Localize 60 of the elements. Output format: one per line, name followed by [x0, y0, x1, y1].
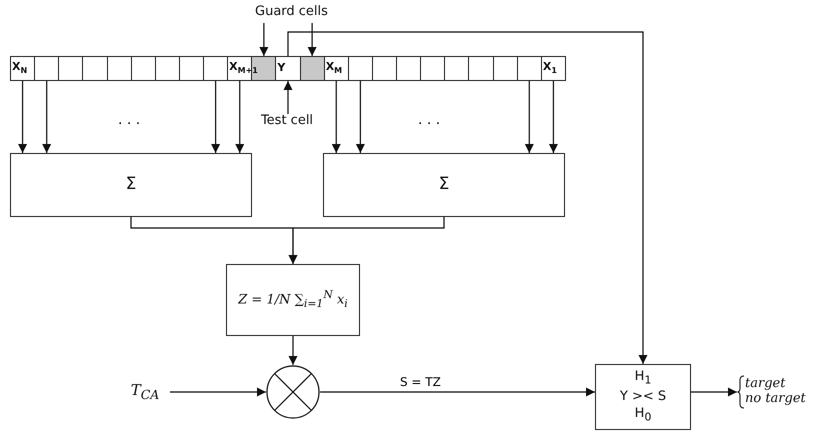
comparator-text: Y >< S	[620, 390, 666, 404]
arrow	[42, 81, 52, 153]
ellipsis-text: · · ·	[118, 116, 140, 132]
comparator-text: H$_{0}$	[634, 407, 652, 424]
range-cell	[82, 56, 108, 81]
arrow	[356, 81, 365, 153]
range-cell	[275, 56, 301, 81]
arrow	[288, 217, 445, 264]
comparator-box	[595, 364, 691, 430]
formula-text: Z = 1/N ∑$_{i=1}$$^{N}$ x$_{i}$	[238, 289, 348, 311]
cell-label: X$_{M}$	[324, 61, 342, 76]
arrow	[691, 388, 737, 396]
range-cell	[178, 56, 204, 81]
summation-box	[10, 153, 252, 217]
range-cell	[154, 56, 180, 81]
range-cell	[58, 56, 84, 81]
arrow	[18, 81, 28, 153]
range-cell	[372, 56, 398, 81]
range-cell	[420, 56, 446, 81]
range-cell	[396, 56, 422, 81]
range-cell	[540, 56, 566, 81]
summation-box	[323, 153, 565, 217]
edge-label: S = TZ	[400, 375, 441, 389]
range-cell	[10, 56, 36, 81]
arrow	[332, 81, 341, 153]
arrow	[524, 81, 534, 153]
arrow	[235, 81, 244, 153]
arrow	[308, 23, 317, 56]
arrow	[170, 388, 266, 396]
sum-symbol: Σ	[126, 175, 136, 195]
cell-label: X$_{1}$	[542, 61, 557, 76]
range-cell	[34, 56, 60, 81]
range-cell	[468, 56, 494, 81]
range-cell	[106, 56, 132, 81]
arrow	[211, 81, 220, 153]
arrow	[288, 336, 298, 365]
range-cell	[130, 56, 156, 81]
range-cell	[492, 56, 518, 81]
comparator-text: H$_{1}$	[634, 370, 652, 387]
range-cell	[516, 56, 542, 81]
annotation-text: Guard cells	[255, 5, 327, 23]
annotation-text: Test cell	[255, 114, 319, 132]
arrow	[548, 81, 558, 153]
output-text: no target	[745, 392, 806, 407]
range-cell	[348, 56, 373, 81]
cell-label: Y	[276, 62, 286, 75]
arrow	[287, 31, 648, 364]
range-cell	[444, 56, 470, 81]
guard-cell	[300, 56, 325, 81]
arrow	[284, 81, 292, 114]
arrow	[320, 388, 595, 396]
output-text: target	[745, 377, 786, 392]
ellipsis-text: · · ·	[418, 116, 440, 132]
sum-symbol: Σ	[438, 175, 450, 195]
cell-label: X$_{N}$	[11, 61, 28, 76]
range-cell	[203, 56, 228, 81]
threshold-label: T$_{CA}$	[120, 382, 170, 404]
range-cell	[324, 56, 349, 81]
formula-box	[226, 264, 360, 336]
arrow	[259, 23, 268, 56]
